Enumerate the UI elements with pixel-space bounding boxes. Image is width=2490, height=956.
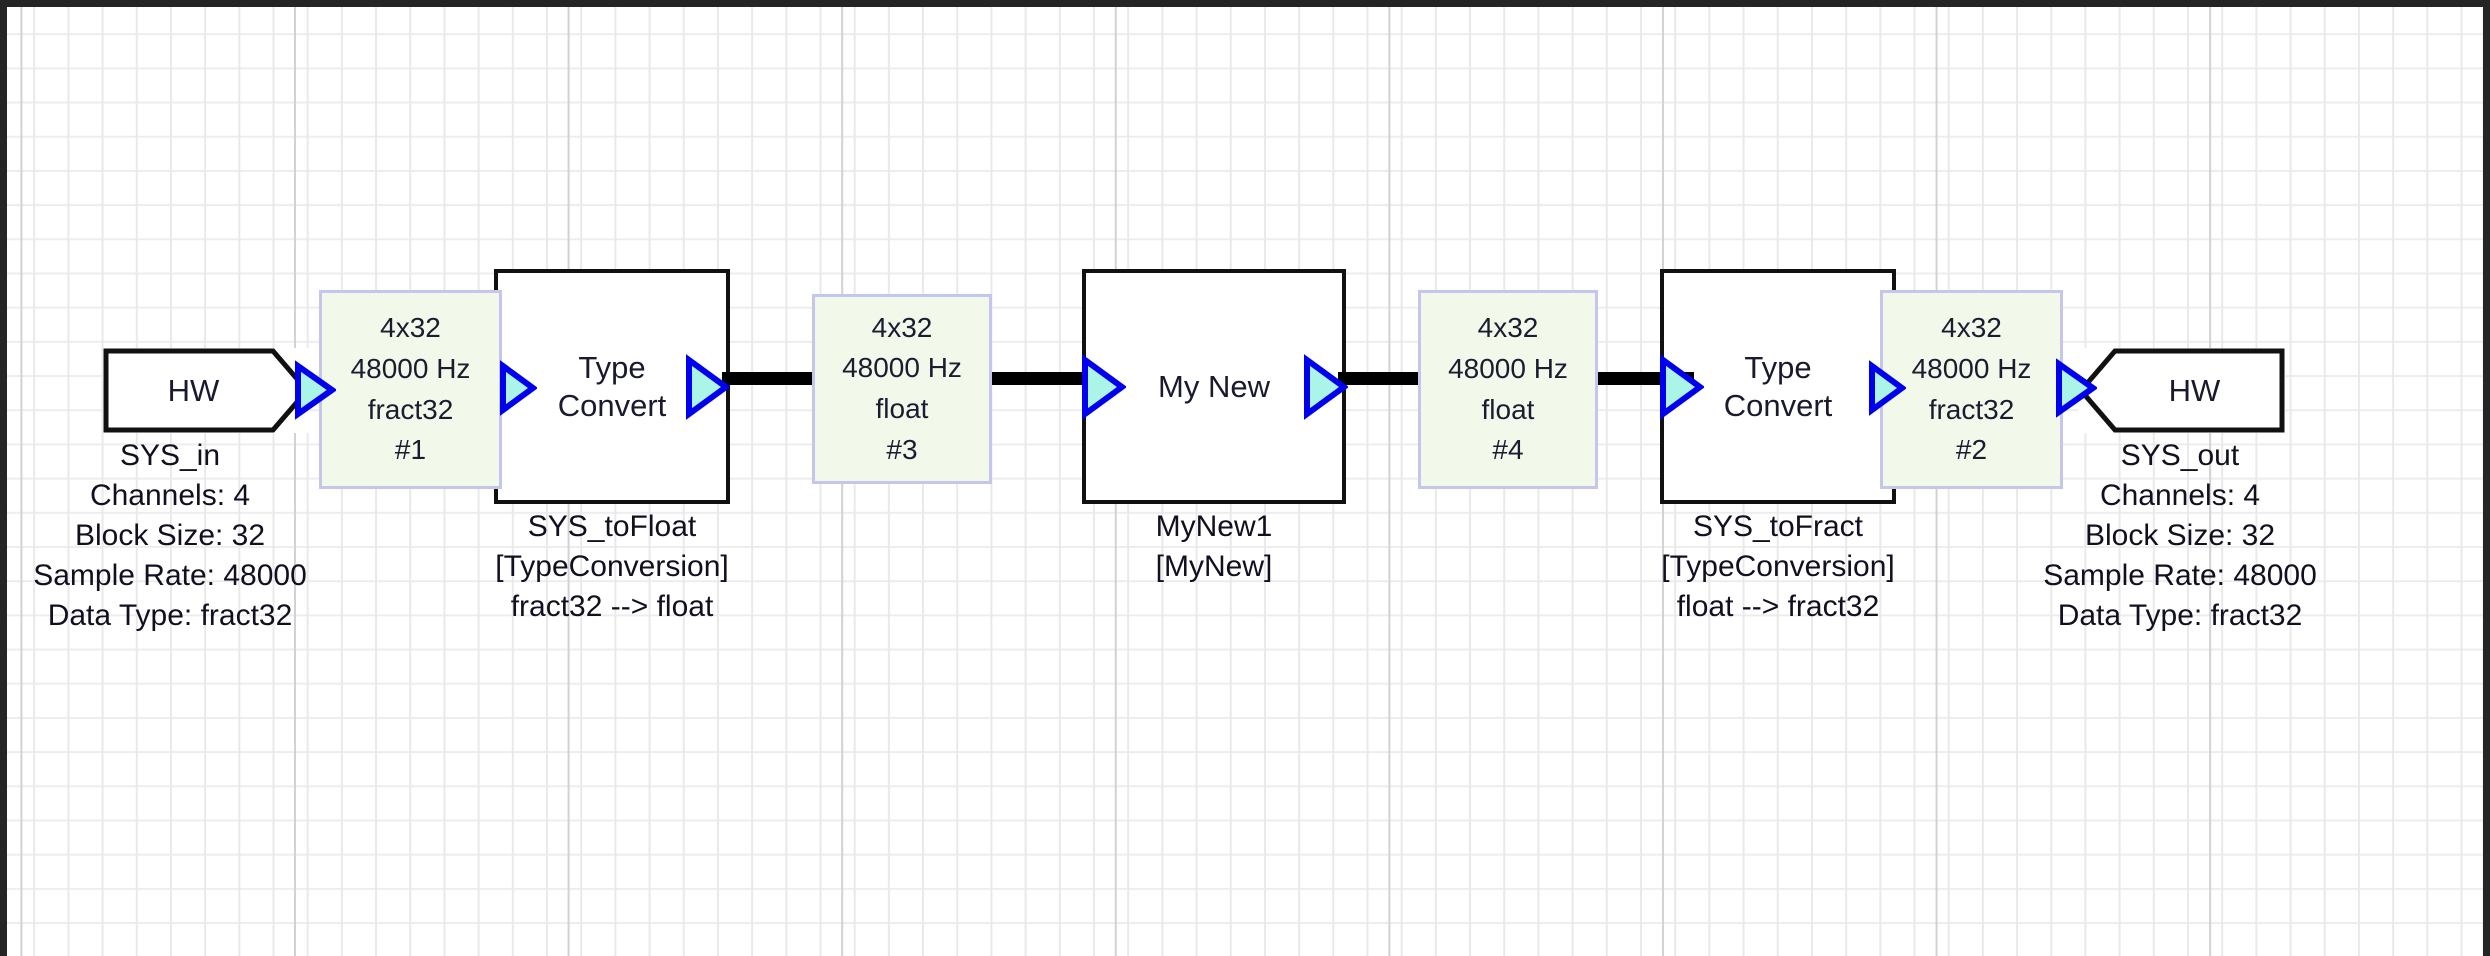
caption-sys-tofloat-line-1: [TypeConversion] [495, 549, 729, 583]
caption-mynew1-line-1: [MyNew] [1155, 549, 1273, 583]
signal-1-type: fract32 [367, 393, 454, 425]
signal-4-index: #4 [1492, 434, 1524, 466]
signal-box-4[interactable]: 4x32 48000 Hz float #4 [1418, 290, 1598, 489]
block-sys-out[interactable]: HW [2078, 348, 2285, 433]
signal-2-rate: 48000 Hz [1911, 352, 2032, 384]
wire-tofloat-sig3[interactable] [722, 372, 818, 385]
block-sys-tofloat-label-1: Convert [557, 387, 667, 423]
signal-2-type: fract32 [1928, 393, 2015, 425]
caption-sys-tofract-line-1: [TypeConversion] [1661, 549, 1895, 583]
signal-3-rate: 48000 Hz [842, 352, 962, 384]
block-sys-in[interactable]: HW [103, 348, 310, 433]
port-mynew-out-icon[interactable] [1300, 352, 1350, 427]
caption-mynew1: MyNew1 [MyNew] [1004, 507, 1424, 587]
caption-sys-out-line-2: Block Size: 32 [2084, 518, 2276, 552]
caption-sys-in-line-4: Data Type: fract32 [47, 598, 293, 632]
block-sys-tofract-label-0: Type [1744, 349, 1812, 385]
block-mynew1-label: My New [1158, 368, 1270, 404]
signal-2-dims: 4x32 [1941, 312, 2002, 344]
caption-sys-tofloat-line-0: SYS_toFloat [527, 510, 697, 543]
caption-sys-tofloat-line-2: fract32 --> float [510, 589, 714, 623]
caption-sys-in-line-3: Sample Rate: 48000 [33, 558, 307, 592]
port-sysout-in-icon[interactable] [2053, 356, 2099, 425]
port-tofloat-out-icon[interactable] [682, 352, 732, 427]
signal-2-index: #2 [1955, 434, 1988, 466]
caption-sys-out-line-3: Sample Rate: 48000 [2043, 558, 2317, 592]
port-tofloat-in-icon[interactable] [497, 358, 539, 423]
signal-box-2[interactable]: 4x32 48000 Hz fract32 #2 [1880, 290, 2063, 489]
caption-sys-tofract-line-2: float --> fract32 [1676, 589, 1880, 623]
caption-sys-in-line-2: Block Size: 32 [74, 518, 266, 552]
signal-3-type: float [875, 393, 929, 424]
pentagon-right-shape [103, 348, 310, 433]
port-mynew-in-icon[interactable] [1078, 352, 1128, 427]
block-sys-tofloat-label-0: Type [578, 349, 646, 385]
signal-3-dims: 4x32 [871, 311, 933, 343]
block-sys-tofract-label: Type Convert [1724, 349, 1833, 425]
signal-4-dims: 4x32 [1477, 312, 1539, 344]
block-sys-tofloat-label: Type Convert [558, 349, 667, 425]
signal-4-rate: 48000 Hz [1448, 352, 1568, 384]
port-tofract-in-icon[interactable] [1656, 352, 1706, 427]
port-sysin-out-icon[interactable] [292, 358, 338, 427]
caption-sys-tofract-line-0: SYS_toFract [1692, 510, 1864, 543]
signal-1-rate: 48000 Hz [350, 352, 471, 384]
block-sys-tofract-label-1: Convert [1723, 387, 1833, 423]
block-sys-out-label: HW [2168, 372, 2221, 408]
signal-box-3[interactable]: 4x32 48000 Hz float #3 [812, 294, 992, 484]
signal-1-dims: 4x32 [380, 312, 441, 344]
signal-box-1[interactable]: 4x32 48000 Hz fract32 #1 [319, 290, 502, 489]
caption-sys-tofloat: SYS_toFloat [TypeConversion] fract32 -->… [402, 507, 822, 627]
caption-sys-out-line-4: Data Type: fract32 [2057, 598, 2303, 632]
wire-sig3-mynew[interactable] [992, 372, 1088, 385]
signal-1-index: #1 [394, 434, 427, 466]
block-sys-in-label: HW [167, 372, 220, 408]
signal-3-index: #3 [886, 433, 918, 465]
caption-mynew1-line-0: MyNew1 [1155, 510, 1273, 543]
caption-sys-tofract: SYS_toFract [TypeConversion] float --> f… [1568, 507, 1988, 627]
signal-4-type: float [1481, 393, 1535, 425]
port-tofract-out-icon[interactable] [1866, 358, 1908, 423]
